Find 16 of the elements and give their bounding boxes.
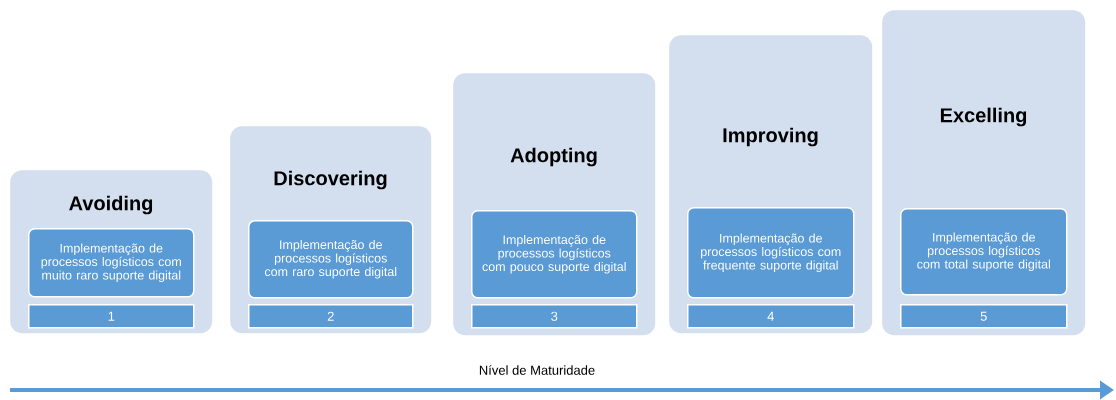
axis-label: Nível de Maturidade: [479, 365, 595, 375]
level-bar: 4: [687, 304, 855, 329]
description-box: Implementação de processos logísticos com pouco suporte digital: [471, 210, 638, 299]
description-box: Implementação de processos logísticos com frequente suporte digital: [687, 207, 855, 299]
stage-heading: Avoiding: [69, 195, 153, 215]
stage-heading: Improving: [723, 127, 818, 147]
stage-heading: Discovering: [274, 170, 387, 190]
description-box: Implementação de processos logísticos com muito raro suporte digital: [28, 228, 195, 298]
level-bar: 2: [248, 304, 414, 329]
description-box: Implementação de processos logísticos com raro suporte digital: [248, 220, 414, 299]
stage-heading: Adopting: [510, 147, 597, 167]
level-bar: 5: [900, 304, 1068, 329]
stage-heading: Excelling: [940, 107, 1027, 127]
level-bar: 1: [28, 304, 195, 329]
description-box: Implementação de processos logísticos com total suporte digital: [900, 208, 1068, 296]
level-bar: 3: [471, 304, 638, 329]
